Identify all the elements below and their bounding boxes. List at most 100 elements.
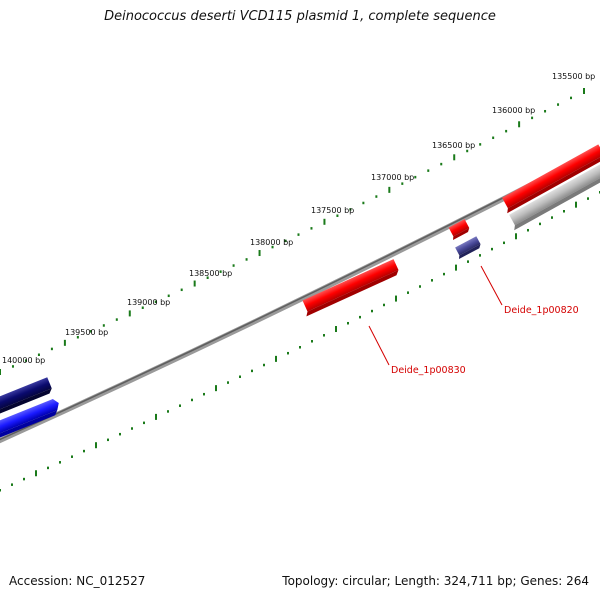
scale-minor-tick xyxy=(479,143,482,146)
scale-major-tick xyxy=(128,310,131,317)
scale-tick-label: 136000 bp xyxy=(492,106,535,115)
callout-line-deide-1p00830 xyxy=(368,325,390,366)
inner-minor-tick xyxy=(311,340,313,343)
scale-tick-label: 135500 bp xyxy=(552,72,595,81)
gene-reverse-grey[interactable] xyxy=(506,161,600,231)
inner-minor-tick xyxy=(83,449,85,453)
inner-minor-tick xyxy=(587,197,589,200)
scale-major-tick xyxy=(583,88,585,94)
inner-minor-tick xyxy=(383,303,385,307)
scale-minor-tick xyxy=(271,245,274,249)
scale-major-tick xyxy=(0,369,1,375)
plasmid-backbone xyxy=(0,146,600,444)
scale-minor-tick xyxy=(362,201,365,205)
inner-minor-tick xyxy=(71,455,73,458)
inner-minor-tick xyxy=(491,247,493,251)
inner-minor-tick xyxy=(167,410,169,413)
inner-minor-tick xyxy=(503,241,505,245)
inner-major-tick xyxy=(395,295,397,302)
scale-minor-tick xyxy=(570,96,573,100)
gene-label-deide-1p00830[interactable]: Deide_1p00830 xyxy=(391,365,466,376)
gene-reverse-purple[interactable] xyxy=(453,236,482,260)
scale-minor-tick xyxy=(76,335,79,339)
map-title: Deinococcus deserti VCD115 plasmid 1, co… xyxy=(104,9,496,24)
scale-minor-tick xyxy=(24,359,27,362)
gene-forward-red-small[interactable] xyxy=(447,219,471,241)
scale-minor-tick xyxy=(115,318,118,321)
inner-major-tick xyxy=(455,264,457,271)
inner-minor-tick xyxy=(347,321,349,325)
accession-text: Accession: NC_012527 xyxy=(9,574,146,588)
scale-minor-tick xyxy=(557,103,560,106)
scale-minor-tick xyxy=(544,109,547,113)
gene-label-deide-1p00820[interactable]: Deide_1p00820 xyxy=(504,305,579,316)
scale-minor-tick xyxy=(180,288,183,292)
inner-minor-tick xyxy=(479,254,481,257)
scale-minor-tick xyxy=(219,270,222,273)
inner-major-tick xyxy=(215,385,217,392)
scale-minor-tick xyxy=(89,330,92,333)
inner-minor-tick xyxy=(203,392,205,396)
inner-minor-tick xyxy=(527,228,529,232)
inner-major-tick xyxy=(155,413,157,420)
gene-reverse-blue[interactable] xyxy=(0,397,63,441)
inner-minor-tick xyxy=(407,291,409,294)
inner-major-tick xyxy=(35,470,37,477)
scale-minor-tick xyxy=(245,258,248,261)
scale-minor-tick xyxy=(414,175,417,179)
scale-minor-tick xyxy=(531,116,534,120)
scale-tick-label: 140000 bp xyxy=(2,356,45,365)
inner-minor-tick xyxy=(47,466,49,470)
callout-line-deide-1p00820 xyxy=(480,265,503,306)
inner-minor-tick xyxy=(59,461,61,464)
scale-minor-tick xyxy=(50,347,53,351)
scale-minor-tick xyxy=(141,306,144,309)
scale-minor-tick xyxy=(349,208,352,211)
inner-minor-tick xyxy=(143,421,145,425)
inner-minor-tick xyxy=(11,483,13,486)
scale-minor-tick xyxy=(466,149,469,153)
scale-minor-tick xyxy=(11,365,14,368)
scale-minor-tick xyxy=(37,353,40,357)
scale-tick-label: 138000 bp xyxy=(250,238,293,247)
scale-major-tick xyxy=(388,186,391,193)
scale-minor-tick xyxy=(427,169,430,172)
inner-minor-tick xyxy=(323,334,325,337)
scale-tick-label: 137000 bp xyxy=(371,173,414,182)
inner-minor-tick xyxy=(251,369,253,373)
scale-minor-tick xyxy=(401,182,404,185)
gene-forward-red-large[interactable] xyxy=(300,259,400,317)
scale-major-tick xyxy=(193,280,196,287)
scale-minor-tick xyxy=(284,239,287,243)
scale-minor-tick xyxy=(375,195,378,198)
inner-minor-tick xyxy=(563,210,565,213)
inner-minor-tick xyxy=(299,346,301,349)
gene-forward-navy[interactable] xyxy=(0,377,53,417)
inner-minor-tick xyxy=(107,438,109,442)
inner-minor-tick xyxy=(431,279,433,282)
scale-tick-label: 139000 bp xyxy=(127,298,170,307)
inner-minor-tick xyxy=(371,309,373,313)
inner-minor-tick xyxy=(239,375,241,379)
inner-minor-tick xyxy=(131,427,133,430)
inner-minor-tick xyxy=(443,272,445,276)
topology-summary-text: Topology: circular; Length: 324,711 bp; … xyxy=(282,574,589,588)
scale-minor-tick xyxy=(167,294,170,298)
scale-major-tick xyxy=(453,154,456,161)
inner-minor-tick xyxy=(287,351,289,355)
inner-major-tick xyxy=(95,442,97,449)
inner-major-tick xyxy=(275,355,277,362)
scale-minor-tick xyxy=(310,227,313,230)
scale-tick-label: 139500 bp xyxy=(65,328,108,337)
inner-minor-tick xyxy=(0,489,1,492)
gene-forward-red-top-right[interactable] xyxy=(499,144,600,214)
inner-major-tick xyxy=(515,233,517,240)
scale-major-tick xyxy=(323,218,326,225)
inner-minor-tick xyxy=(263,363,265,367)
scale-tick-label: 136500 bp xyxy=(432,141,475,150)
inner-minor-tick xyxy=(359,315,361,319)
scale-minor-tick xyxy=(440,162,443,166)
inner-minor-tick xyxy=(227,381,229,384)
inner-minor-tick xyxy=(179,404,181,407)
